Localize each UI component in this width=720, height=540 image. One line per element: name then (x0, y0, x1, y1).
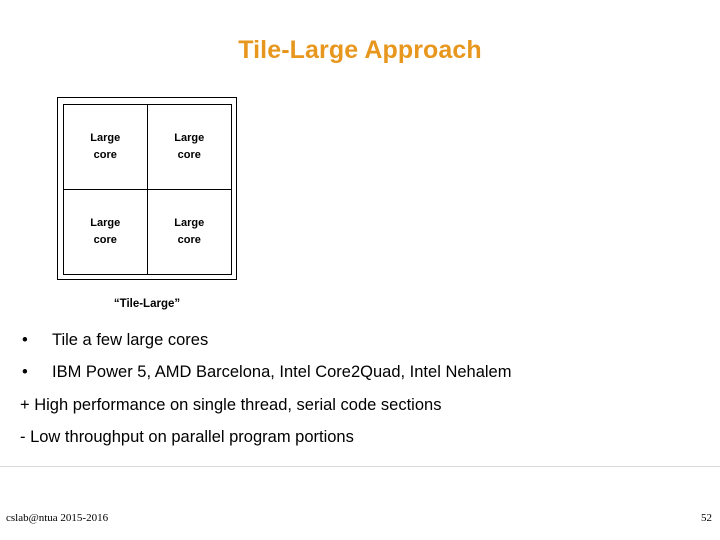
core-cell-2-line1: Large (90, 217, 121, 230)
drawback-note: - Low throughput on parallel program por… (20, 428, 354, 446)
core-cell-1: Large core (147, 105, 231, 190)
bullet-icon: • (22, 331, 28, 349)
advantage-note: + High performance on single thread, ser… (20, 396, 442, 414)
list-item-label: Tile a few large cores (52, 331, 209, 349)
core-cell-3: Large core (148, 190, 232, 275)
page-number: 52 (701, 512, 712, 524)
diagram-caption: “Tile-Large” (113, 298, 181, 310)
page-title: Tile-Large Approach (238, 36, 482, 64)
core-cell-1-line1: Large (174, 132, 205, 145)
tile-large-diagram: Large core Large core Large core Large c… (57, 97, 237, 280)
core-grid: Large core Large core Large core Large c… (63, 104, 232, 275)
core-cell-1-line2: core (177, 148, 201, 161)
bullet-icon: • (22, 363, 28, 381)
footer-divider (0, 466, 720, 467)
core-cell-3-line2: core (177, 233, 201, 246)
core-cell-0: Large core (64, 105, 148, 190)
list-item: • IBM Power 5, AMD Barcelona, Intel Core… (22, 363, 511, 382)
core-cell-0-line2: core (93, 148, 117, 161)
core-cell-2: Large core (64, 189, 148, 274)
list-item-label: IBM Power 5, AMD Barcelona, Intel Core2Q… (52, 363, 512, 381)
footer-credit: cslab@ntua 2015-2016 (6, 512, 109, 524)
core-cell-2-line2: core (93, 233, 117, 246)
core-cell-0-line1: Large (90, 132, 121, 145)
core-cell-3-line1: Large (174, 217, 205, 230)
list-item: • Tile a few large cores (22, 331, 208, 350)
